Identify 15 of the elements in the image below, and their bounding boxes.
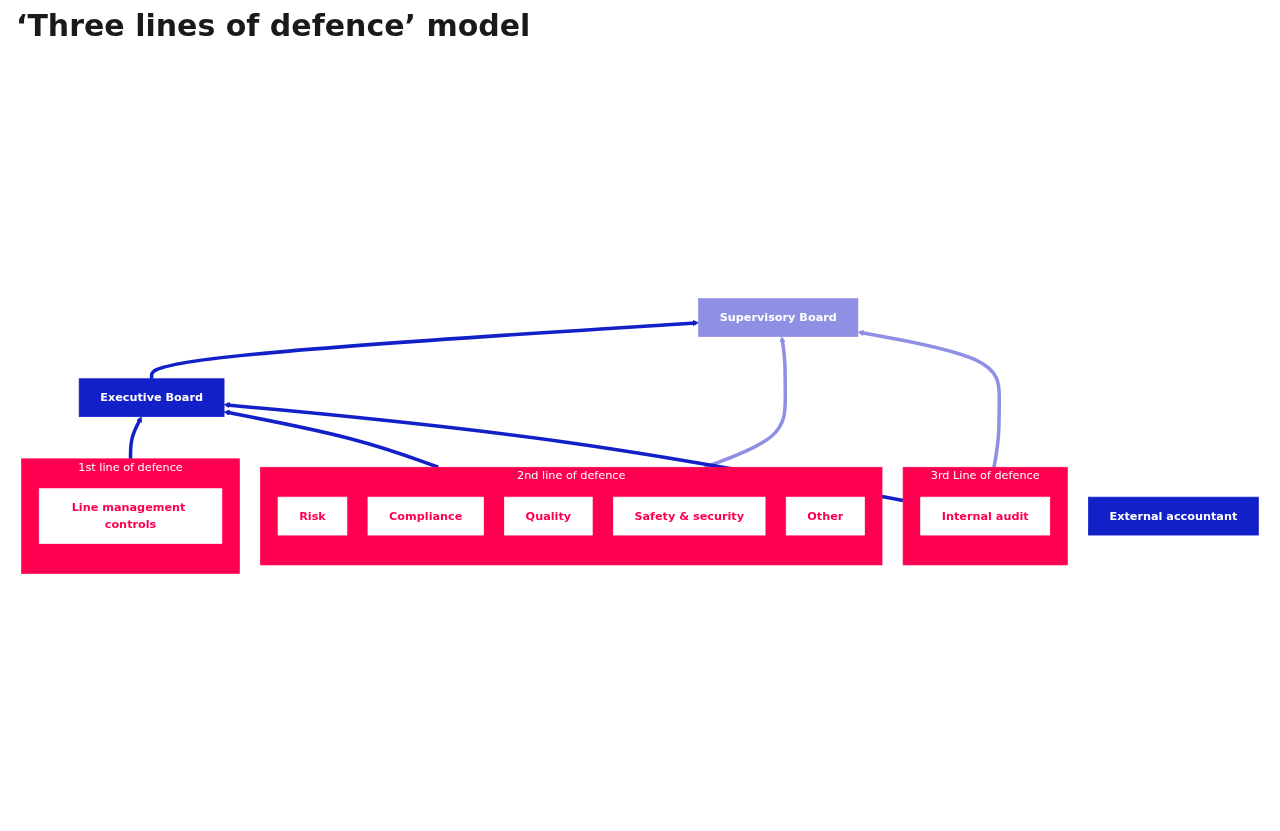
arrow (857, 330, 1002, 468)
node-box: Supervisory Board (698, 298, 859, 337)
node-box: Compliance (367, 496, 484, 536)
arrow (128, 416, 142, 459)
node-box: Other (785, 496, 865, 536)
arrow (223, 409, 439, 469)
diagram-title: ‘Three lines of defence’ model (16, 8, 532, 43)
arrow (704, 336, 788, 469)
node-box: Risk (277, 496, 348, 536)
node-box: Line management controls (38, 488, 223, 544)
node-box: Executive Board (78, 378, 225, 418)
node-box: Safety & security (613, 496, 766, 536)
node-box: Internal audit (920, 496, 1051, 536)
node-box: Quality (504, 496, 593, 536)
node-box: External accountant (1088, 496, 1259, 536)
